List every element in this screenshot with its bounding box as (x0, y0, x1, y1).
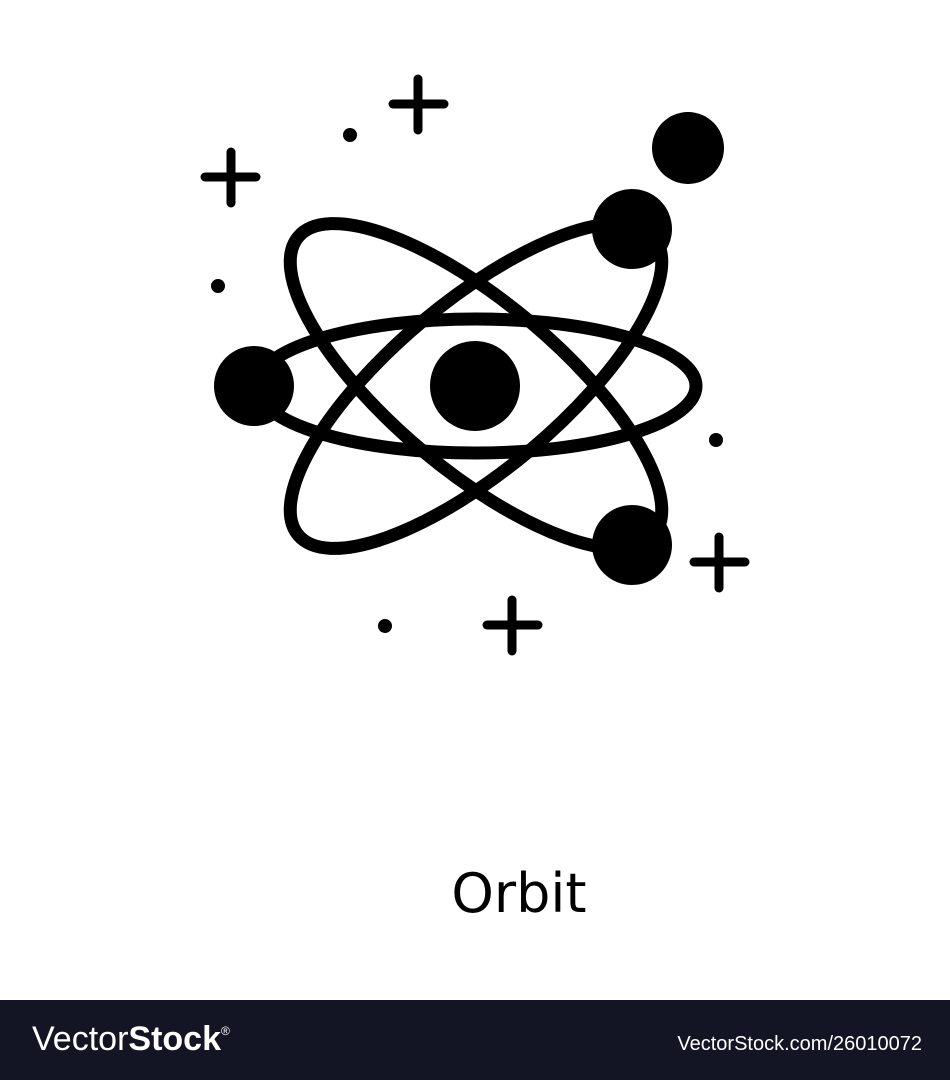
brand-logo-light: Vector (32, 1020, 129, 1058)
planet-icon (652, 112, 724, 184)
watermark-footer: VectorStock® VectorStock.com/26010072 (0, 1000, 950, 1080)
registered-mark: ® (220, 1024, 230, 1038)
dot-icon (378, 619, 392, 633)
icon-caption: Orbit (451, 862, 587, 925)
sparkle-plus-icon (200, 147, 261, 208)
brand-logo: VectorStock® (32, 1020, 230, 1059)
image-reference: VectorStock.com/26010072 (677, 1033, 922, 1055)
orbit-illustration (200, 74, 750, 656)
brand-logo-bold: Stock (128, 1020, 221, 1058)
dot-icon (709, 433, 723, 447)
dot-icon (343, 128, 357, 142)
sparkle-plus-icon (482, 595, 543, 656)
sparkle-plus-icon (689, 532, 750, 593)
electron-top-right-icon (592, 189, 672, 269)
electron-bottom-right-icon (592, 505, 672, 585)
dot-icon (211, 279, 225, 293)
electron-left-icon (214, 346, 294, 426)
sparkle-plus-icon (388, 74, 449, 135)
nucleus-icon (430, 341, 520, 431)
